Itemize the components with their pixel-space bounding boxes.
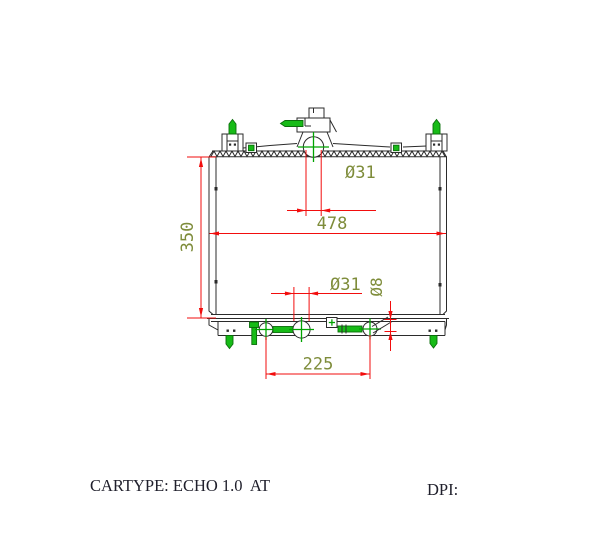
left-top-pin <box>228 118 237 135</box>
spec-column-left: CARTYPE: ECHO 1.0 AT CORE SIZE: 350 x 47… <box>90 423 281 546</box>
overflow-tube <box>279 120 304 127</box>
dim-inlet-label: Ø31 <box>345 163 376 183</box>
spec-dpi: DPI: <box>427 480 459 499</box>
radiator-technical-drawing: 350 478 Ø31 <box>178 107 449 379</box>
dim-outlet-label: Ø31 <box>330 275 361 295</box>
top-mounting-brackets <box>221 118 448 153</box>
filler-neck <box>279 107 337 162</box>
dim-core-width: 478 <box>209 214 446 236</box>
inlet-port <box>298 132 329 162</box>
spec-column-right: DPI: INLET : Ø31 OUTLET: Ø31 <box>427 427 527 546</box>
dimension-annotations: 350 478 Ø31 <box>178 150 446 379</box>
right-top-pin <box>432 118 441 135</box>
left-bottom-pin <box>225 335 234 350</box>
dim-oil-length: 225 <box>265 335 371 379</box>
dim-inlet: Ø31 <box>287 150 376 216</box>
bottom-mounting-brackets <box>208 318 447 350</box>
dim-oil-pipe-label: Ø8 <box>367 277 386 296</box>
dim-outlet: Ø31 <box>271 275 362 321</box>
dim-core-width-label: 478 <box>317 214 348 234</box>
right-bottom-pin <box>429 335 438 349</box>
dim-core-height-label: 350 <box>178 222 198 253</box>
dim-oil-pipe: Ø8 <box>367 277 397 351</box>
serrated-header-band <box>209 149 447 158</box>
outlet-port <box>289 317 314 342</box>
spec-cartype: CARTYPE: ECHO 1.0 AT <box>90 476 271 495</box>
dim-core-height: 350 <box>178 156 216 319</box>
oil-cooler-assembly <box>249 316 393 345</box>
drain-plug <box>249 321 259 345</box>
dim-oil-length-label: 225 <box>303 355 334 375</box>
radiator-body-outline <box>207 143 449 336</box>
